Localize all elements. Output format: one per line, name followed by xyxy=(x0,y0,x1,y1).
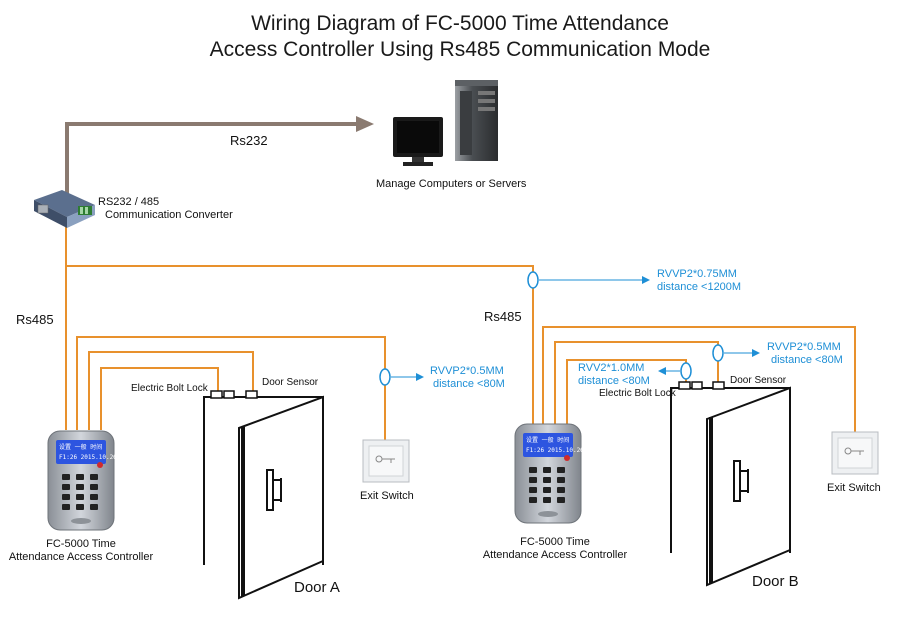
door-a-drawing xyxy=(203,395,324,600)
door-b-exit-switch-label: Exit Switch xyxy=(827,482,881,494)
rs485-label-right: Rs485 xyxy=(484,309,522,324)
exit-switch-a-icon xyxy=(362,439,410,483)
cable-marker-door-a-exit xyxy=(379,368,424,386)
door-a-label: Door A xyxy=(294,579,340,596)
controller-device-b: 设置 一般 时间 F1:26 2015.10.26 xyxy=(514,423,584,524)
server-tower-icon xyxy=(455,80,498,161)
bus-cable-distance: distance <1200M xyxy=(657,281,742,293)
cable-marker-door-b-lock xyxy=(658,362,692,380)
controller-device-a: 设置 一般 时间 F1:26 2015.10.26 xyxy=(47,430,117,531)
exit-switch-b-icon xyxy=(831,431,879,475)
converter-label-line-1: RS232 / 485 xyxy=(98,196,160,208)
door-b-exit-cable-spec: RVVP2*0.5MM xyxy=(767,341,841,353)
svg-text:设置 一般 时间: 设置 一般 时间 xyxy=(526,436,569,444)
door-a-sensor-label: Door Sensor xyxy=(262,377,319,388)
computers-label: Manage Computers or Servers xyxy=(376,178,527,190)
door-b-lock-cable-spec: RVV2*1.0MM xyxy=(578,362,645,374)
rs232-wire xyxy=(65,116,374,196)
door-b-sensor-label: Door Sensor xyxy=(730,375,787,386)
door-a-bolt-lock-label: Electric Bolt Lock xyxy=(131,383,208,394)
title-line-1: Wiring Diagram of FC-5000 Time Attendanc… xyxy=(251,12,669,35)
svg-text:F1:26 2015.10.26: F1:26 2015.10.26 xyxy=(526,447,584,454)
rs232-label: Rs232 xyxy=(230,133,268,148)
cable-marker-bus xyxy=(527,271,650,289)
svg-text:设置 一般 时间: 设置 一般 时间 xyxy=(59,443,102,451)
door-b-bolt-lock-box xyxy=(678,381,703,390)
controller-b-label-line-2: Attendance Access Controller xyxy=(482,549,628,561)
title-line-2: Access Controller Using Rs485 Communicat… xyxy=(209,38,711,61)
door-b-label: Door B xyxy=(752,573,799,590)
door-a-exit-switch-label: Exit Switch xyxy=(360,490,414,502)
door-a-exit-cable-distance: distance <80M xyxy=(433,378,505,390)
controller-a-label-line-1: FC-5000 Time xyxy=(46,538,116,550)
converter-label-line-2: Communication Converter xyxy=(105,209,233,221)
bus-cable-spec: RVVP2*0.75MM xyxy=(657,268,737,280)
door-a-wiring xyxy=(76,336,386,440)
door-a-sensor-box xyxy=(245,390,258,399)
door-b-exit-cable-distance: distance <80M xyxy=(771,354,843,366)
rs485-label-left: Rs485 xyxy=(16,312,54,327)
controller-a-label-line-2: Attendance Access Controller xyxy=(8,551,154,563)
converter-icon xyxy=(34,190,95,228)
svg-text:F1:26 2015.10.26: F1:26 2015.10.26 xyxy=(59,454,117,461)
door-a-bolt-lock-box xyxy=(210,390,235,399)
monitor-icon xyxy=(393,117,443,166)
controller-b-label-line-1: FC-5000 Time xyxy=(520,536,590,548)
door-b-drawing xyxy=(670,386,791,587)
door-b-sensor-box xyxy=(712,381,725,390)
door-b-bolt-lock-label: Electric Bolt Lock xyxy=(599,388,676,399)
door-a-exit-cable-spec: RVVP2*0.5MM xyxy=(430,365,504,377)
door-b-lock-cable-distance: distance <80M xyxy=(578,375,650,387)
rs485-bus xyxy=(65,225,534,430)
cable-marker-door-b-exit xyxy=(712,344,760,362)
